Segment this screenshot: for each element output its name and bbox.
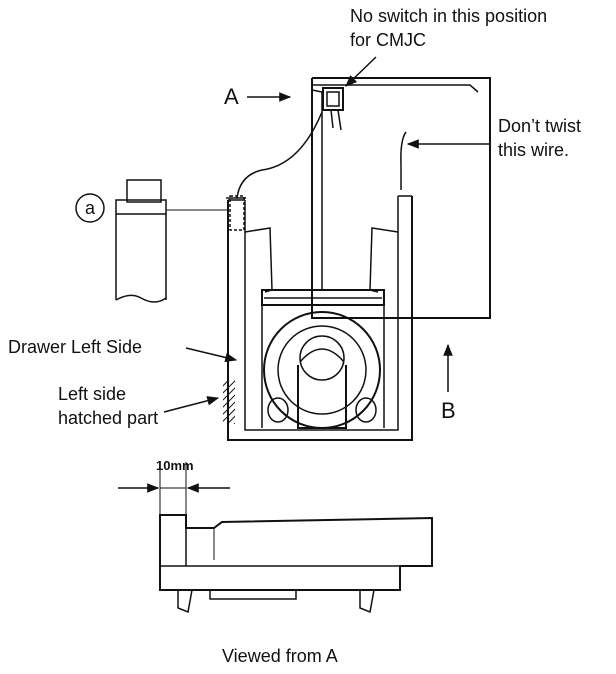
dimension-label: 10mm (156, 458, 194, 473)
drawer-left-pointer (185, 347, 238, 363)
dont-twist-label-line1: Don’t twist (498, 116, 581, 136)
rear-frame (311, 77, 491, 319)
no-switch-pointer (345, 56, 377, 87)
drawer-body (227, 195, 413, 441)
drawer-connector (226, 195, 246, 231)
left-side-label-line1: Left side (58, 384, 126, 404)
no-switch-label-line2: for CMJC (350, 30, 426, 50)
dont-twist-label-line2: this wire. (498, 140, 569, 160)
switch-bracket (322, 87, 344, 131)
left-side-label-line2: hatched part (58, 408, 158, 428)
connector-wire (236, 111, 323, 199)
hatched-part (223, 380, 235, 424)
circled-a-label: a (85, 198, 96, 218)
arrow-a-label: A (224, 84, 239, 109)
bottom-side-view (118, 462, 433, 614)
circled-a-callout: a (75, 193, 105, 223)
roller-assembly (263, 311, 381, 429)
arrow-b-label: B (441, 398, 456, 423)
viewed-from-a-label: Viewed from A (222, 646, 338, 666)
drawer-left-side-label: Drawer Left Side (8, 337, 142, 357)
untwisted-wire (400, 131, 407, 190)
no-switch-label-line1: No switch in this position (350, 6, 547, 26)
hatched-part-pointer (163, 396, 220, 413)
detail-a-component (115, 179, 228, 303)
